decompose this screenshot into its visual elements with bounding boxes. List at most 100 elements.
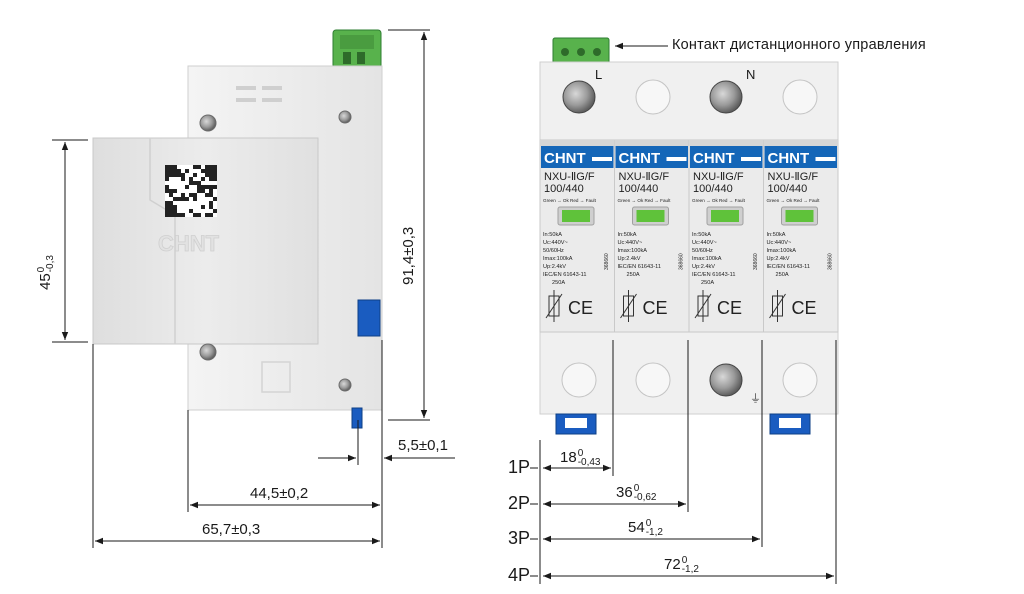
spec-line: In:50kA xyxy=(543,232,562,238)
ce-mark-icon: CE xyxy=(792,298,817,318)
brand-band xyxy=(764,146,837,168)
qr-code xyxy=(165,165,217,217)
spec-line: Up:2.4kV xyxy=(618,256,641,262)
spec-line: IEC/EN 61643-11 xyxy=(692,272,735,278)
module-model: NXU-ⅡG/F xyxy=(544,171,595,183)
spec-line: Imax:100kA xyxy=(692,256,722,262)
module-brand: CHNT xyxy=(693,150,735,167)
varistor-icon xyxy=(694,290,712,322)
module-model: NXU-ⅡG/F xyxy=(619,171,670,183)
spec-line: Imax:100kA xyxy=(543,256,573,262)
terminal-screw-icon xyxy=(709,363,743,397)
terminal-screw-icon xyxy=(709,80,743,114)
vent-slots xyxy=(236,86,282,102)
module-brand: CHNT xyxy=(768,150,810,167)
varistor-icon xyxy=(545,290,563,322)
serial-number: 368660 xyxy=(679,253,685,270)
status-legend: Green → Ok Red → Fault xyxy=(543,198,597,203)
spec-line: In:50kA xyxy=(767,232,786,238)
spec-line: IEC/EN 61643-11 xyxy=(618,264,661,270)
dim-depth-total: 65,7±0,3 xyxy=(202,521,261,538)
spec-line: In:50kA xyxy=(692,232,711,238)
pole-label-2p: 2P xyxy=(508,493,531,513)
pole-label-3p: 3P xyxy=(508,528,531,548)
terminal-screw-icon xyxy=(562,80,596,114)
brand-band xyxy=(690,146,763,168)
dim-height-total: 91,4±0,3 xyxy=(400,226,417,285)
brand-band xyxy=(541,146,614,168)
terminal-hole xyxy=(782,362,818,398)
spec-line: Imax:100kA xyxy=(618,248,648,254)
module-model: NXU-ⅡG/F xyxy=(693,171,744,183)
ground-icon: ⏚ xyxy=(750,392,761,405)
screw-icon xyxy=(338,378,352,392)
serial-number: 368660 xyxy=(753,253,759,270)
width-dimension-lines xyxy=(539,340,837,584)
spec-line: In:50kA xyxy=(618,232,637,238)
varistor-icon xyxy=(769,290,786,322)
spec-line: Up:2.4kV xyxy=(692,264,715,270)
status-window xyxy=(562,210,590,222)
terminal-label-l: L xyxy=(595,67,603,82)
status-window xyxy=(636,210,665,222)
serial-number: 368660 xyxy=(604,253,610,270)
spec-line: 50/60Hz xyxy=(543,248,564,254)
module-rating: 100/440 xyxy=(619,183,659,195)
terminal-label-n: N xyxy=(746,67,756,82)
side-dimension-lines xyxy=(52,29,455,548)
terminal-hole xyxy=(635,362,671,398)
module-brand: CHNT xyxy=(544,150,586,167)
terminal-hole xyxy=(561,362,597,398)
status-legend: Green → Ok Red → Fault xyxy=(618,198,672,203)
spec-line: 50/60Hz xyxy=(692,248,713,254)
screw-icon xyxy=(338,110,352,124)
varistor-icon xyxy=(620,290,637,322)
dim-depth-front: 44,5±0,2 xyxy=(250,485,309,502)
rail-clips-front xyxy=(555,413,811,435)
ce-mark-icon: CE xyxy=(717,298,742,318)
spec-line: Up:2.4kV xyxy=(543,264,566,270)
spec-line: Uc:440V~ xyxy=(767,240,792,246)
pole-label-4p: 4P xyxy=(508,565,531,585)
spec-line: IEC/EN 61643-11 xyxy=(543,272,586,278)
serial-number: 368660 xyxy=(828,253,834,270)
fuse-rating: 250A xyxy=(627,272,640,278)
module-rating: 100/440 xyxy=(693,183,733,195)
remote-contact-connector-front xyxy=(552,37,610,65)
screw-icon xyxy=(199,114,217,132)
status-window xyxy=(711,210,739,222)
side-view: CHNT xyxy=(92,29,383,429)
module-rating: 100/440 xyxy=(768,183,808,195)
terminal-hole xyxy=(782,79,818,115)
ce-mark-icon: CE xyxy=(568,298,593,318)
fuse-rating: 250A xyxy=(552,280,565,286)
module-model: NXU-ⅡG/F xyxy=(768,171,819,183)
spec-line: IEC/EN 61643-11 xyxy=(767,264,810,270)
fuse-rating: 250A xyxy=(701,280,714,286)
spec-line: Uc:440V~ xyxy=(618,240,643,246)
spec-line: Uc:440V~ xyxy=(692,240,717,246)
spec-line: Uc:440V~ xyxy=(543,240,568,246)
side-brand-engraved: CHNT xyxy=(158,231,220,256)
rail-clip-side xyxy=(351,299,381,429)
terminal-hole xyxy=(635,79,671,115)
pole-label-1p: 1P xyxy=(508,457,531,477)
module-brand: CHNT xyxy=(619,150,661,167)
spec-line: Up:2.4kV xyxy=(767,256,790,262)
screw-icon xyxy=(199,343,217,361)
module-rating: 100/440 xyxy=(544,183,584,195)
status-legend: Green → Ok Red → Fault xyxy=(767,198,821,203)
spec-line: Imax:100kA xyxy=(767,248,797,254)
fuse-rating: 250A xyxy=(776,272,789,278)
status-window xyxy=(785,210,814,222)
